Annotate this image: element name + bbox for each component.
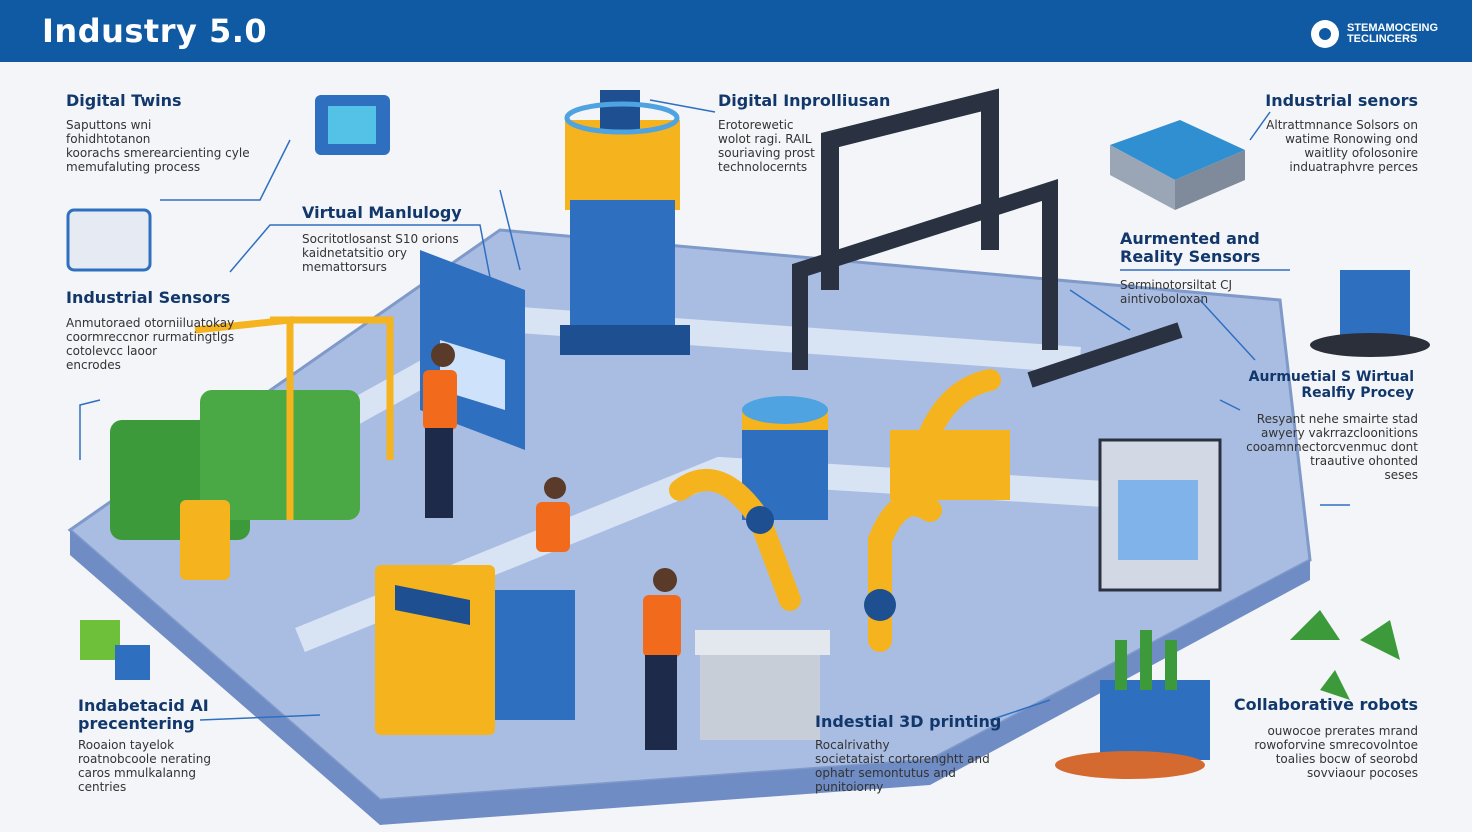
server-rack	[1110, 120, 1245, 210]
industrial-3d-printing-title: Indestial 3D printing	[815, 712, 1002, 731]
industrial-ai-desc: Rooaion tayelok roatnobcoole nerating ca…	[78, 738, 211, 794]
industrial-sensors-left-title: Industrial Sensors	[66, 288, 231, 307]
industrial-sensors-left-desc: Anmutoraed otorniiluatokay coormreccnor …	[66, 316, 235, 372]
logo-icon	[1310, 20, 1339, 48]
page-title: Industry 5.0	[42, 12, 268, 50]
hydraulic-press	[560, 90, 690, 355]
robot-arm-icon	[669, 369, 1010, 652]
sensor-icon	[66, 95, 390, 272]
virtual-manufacturing-desc: Socritotlosanst S10 orions kaidnetatsiti…	[302, 232, 459, 274]
industrial-sensors-top-desc: Altrattmnance Solsors on watime Ronowing…	[1266, 118, 1418, 174]
green-tank-unit	[110, 316, 394, 580]
logo-text: STEMAMOCEING TECLINCERS	[1347, 23, 1438, 45]
header-bar: Industry 5.0 STEMAMOCEING TECLINCERS	[0, 0, 1472, 62]
digital-inprolliusan-title: Digital Inprolliusan	[718, 91, 891, 110]
industrial-3d-printing-desc: Rocalrivathy societataist cortorenghtt a…	[815, 738, 990, 794]
augmented-reality-sensors-desc: Serminotorsiltat CJ aintivoboloxan	[1120, 278, 1233, 306]
workstation-table	[695, 630, 830, 740]
augmented-reality-sensors-title: Aurmented and Reality Sensors	[1120, 229, 1261, 266]
green-cylinders	[1055, 630, 1210, 779]
3d-printer	[375, 565, 575, 735]
brand-logo: STEMAMOCEING TECLINCERS	[1310, 20, 1438, 48]
server-icon	[1098, 438, 1222, 592]
augmented-virtual-reality-desc: Resyant nehe smairte stad awyery vakrraz…	[1246, 412, 1418, 482]
digital-inprolliusan-desc: Erotorewetic wolot ragi. RAIL souriaving…	[718, 118, 815, 174]
logo-line-2: TECLINCERS	[1346, 33, 1418, 45]
blue-reactor	[1310, 270, 1430, 357]
recycle-icon	[80, 610, 1400, 700]
augmented-virtual-reality-title: Aurmuetial S Wirtual Realfiy Procey	[1248, 369, 1414, 401]
virtual-manufacturing-title: Virtual Manlulogy	[302, 203, 462, 222]
factory-illustration	[66, 88, 1430, 825]
collaborative-robots-title: Collaborative robots	[1233, 695, 1418, 714]
worker-icon	[423, 343, 681, 750]
digital-twins-desc: Saputtons wni fohidhtotanon koorachs sme…	[66, 118, 250, 174]
collaborative-robots-desc: ouwocoe prerates mrand rowoforvine smrec…	[1254, 724, 1418, 780]
industrial-sensors-top-title: Industrial senors	[1265, 91, 1418, 110]
digital-twins-title: Digital Twins	[66, 91, 182, 110]
overhead-gantry	[792, 88, 1183, 388]
callout-leaders	[79, 99, 1350, 721]
logo-line-1: STEMAMOCEING	[1346, 22, 1438, 34]
industrial-ai-title: Indabetacid AI precentering	[78, 696, 209, 733]
